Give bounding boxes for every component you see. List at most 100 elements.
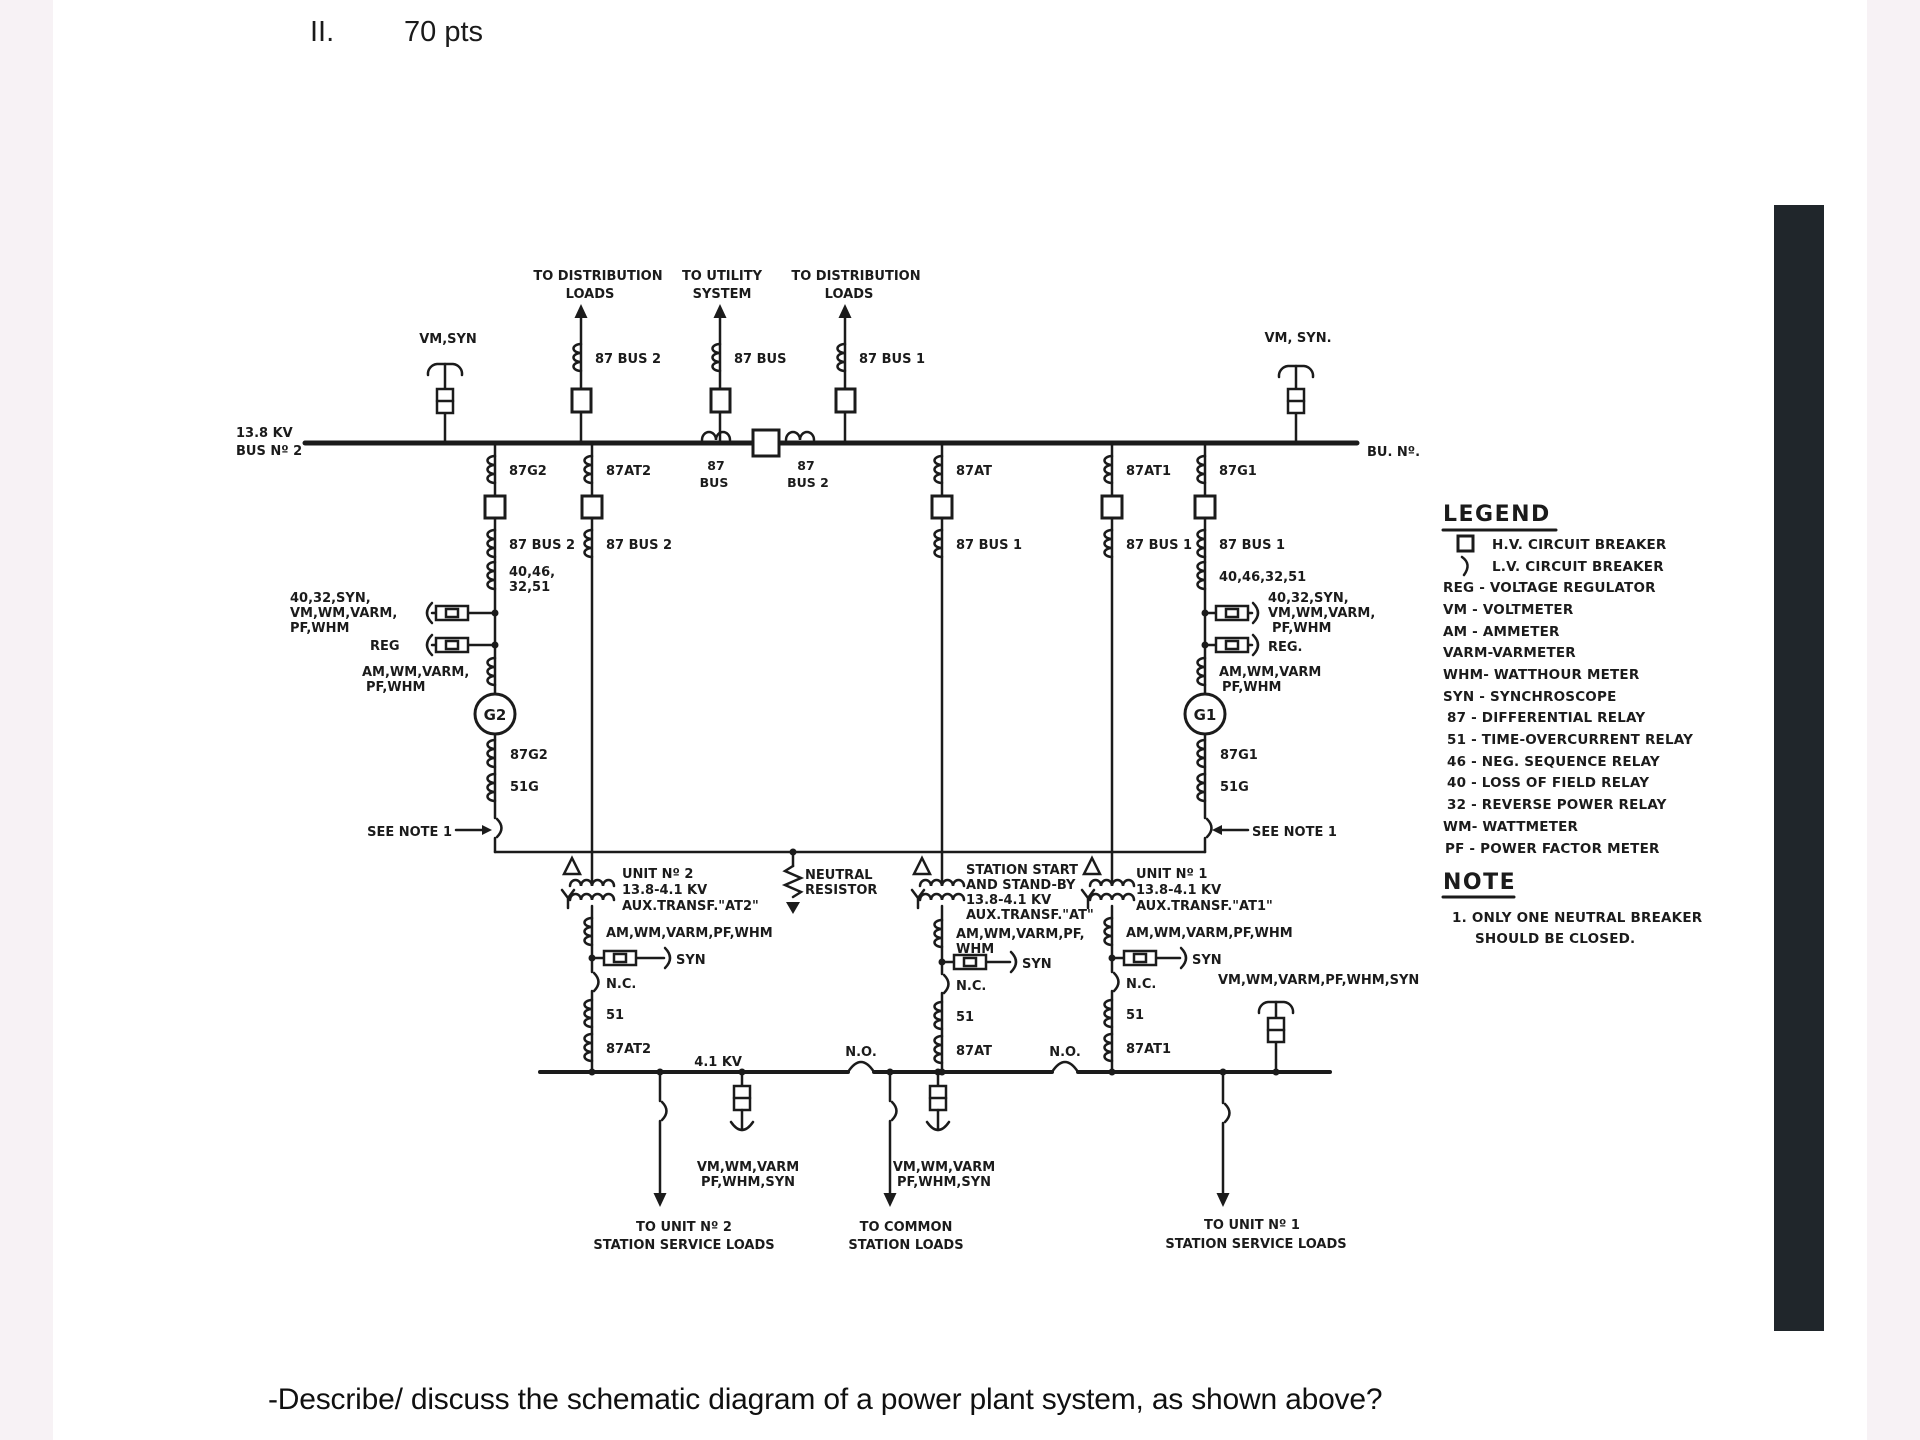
g2-relays-label-2: 32,51 — [509, 580, 550, 595]
load1-pt-label-1: VM,WM,VARM — [697, 1160, 799, 1175]
at-meters-label-2: WHM — [956, 942, 994, 957]
generator-1-branch: G1 87G1 87 BUS 1 40,46,32,51 40,32,SYN, … — [1183, 441, 1375, 854]
normally-open-tie-icon — [846, 1060, 876, 1074]
at2-syn-label: SYN — [676, 953, 706, 968]
g2-am-label-2: PF,WHM — [366, 680, 425, 695]
at-diff-label: 87AT — [956, 1044, 992, 1059]
drawout-coupler-icon — [1214, 604, 1250, 622]
g1-bus-ct-label: 87 BUS 1 — [1219, 538, 1285, 553]
load-common-station: TO COMMON STATION LOADS — [848, 1068, 964, 1253]
wye-icon — [1080, 888, 1096, 910]
at-name-1: STATION START — [966, 863, 1078, 878]
pt-square-icon — [1286, 387, 1306, 415]
arrow-down-icon — [653, 1193, 667, 1207]
g2-bus-ct-label: 87 BUS 2 — [509, 538, 575, 553]
g1-meters-label-2: VM,WM,VARM, — [1268, 606, 1375, 621]
lv-breaker-icon — [660, 1100, 668, 1122]
arrow-down-icon — [1216, 1193, 1230, 1207]
legend-item: WHM- WATTHOUR METER — [1443, 667, 1640, 683]
aux-transformer-at-branch: 87AT 87 BUS 1 STATION START AND STAND-BY… — [910, 441, 1094, 1076]
load1-label-1: TO UNIT Nº 2 — [636, 1220, 732, 1235]
aux-transformer-at1-branch: 87AT1 87 BUS 1 UNIT Nº 1 13.8-4.1 KV AUX… — [1080, 441, 1293, 1076]
bus-tie-ct-left-icon — [700, 430, 732, 442]
bracket-icon — [1009, 950, 1018, 974]
lv-breaker-icon — [890, 1100, 898, 1122]
pt-square-icon — [928, 1084, 948, 1112]
aux-transformer-at2-branch: 87AT2 87 BUS 2 UNIT Nº 2 13.8-4.1 KV AUX… — [560, 441, 773, 1076]
legend-item: H.V. CIRCUIT BREAKER — [1492, 537, 1667, 553]
g2-am-label-1: AM,WM,VARM, — [362, 665, 469, 680]
at2-oc-label: 51 — [606, 1008, 624, 1023]
at2-name-2: 13.8-4.1 KV — [622, 883, 707, 898]
tie-ct-right-label-1: 87 — [797, 458, 814, 473]
no-label-2: N.O. — [1049, 1045, 1081, 1060]
feeder2-dest-2: SYSTEM — [693, 287, 752, 302]
no-label-1: N.O. — [845, 1045, 877, 1060]
feeder-distribution-loads-2: TO DISTRIBUTION LOADS 87 BUS 2 — [533, 269, 663, 445]
at-oc-label: 51 — [956, 1010, 974, 1025]
neutral-system: NEUTRAL RESISTOR — [493, 848, 1207, 914]
feeder-distribution-loads-1: TO DISTRIBUTION LOADS 87 BUS 1 — [791, 269, 925, 445]
arrow-up-icon — [574, 304, 588, 318]
legend-item: SYN - SYNCHROSCOPE — [1443, 689, 1617, 705]
at2-meters-label: AM,WM,VARM,PF,WHM — [606, 926, 773, 941]
hv-breaker-legend-icon — [1456, 534, 1475, 553]
at1-name-3: AUX.TRANSF."AT1" — [1136, 899, 1273, 914]
legend-item: 46 - NEG. SEQUENCE RELAY — [1447, 754, 1660, 770]
arrow-up-icon — [838, 304, 852, 318]
lv-bus-pt: VM,WM,VARM,PF,WHM,SYN — [1218, 973, 1419, 1076]
legend: LEGEND H.V. CIRCUIT BREAKER L.V. CIRCUIT… — [1441, 502, 1693, 857]
at2-name-1: UNIT Nº 2 — [622, 867, 693, 882]
feeder-utility-system: TO UTILITY SYSTEM 87 BUS — [682, 269, 786, 445]
at1-oc-label: 51 — [1126, 1008, 1144, 1023]
legend-item: VM - VOLTMETER — [1443, 602, 1574, 618]
at1-name-2: 13.8-4.1 KV — [1136, 883, 1221, 898]
at-meters-label-1: AM,WM,VARM,PF, — [956, 927, 1085, 942]
tie-ct-right-label-2: BUS 2 — [787, 475, 829, 490]
at-name-3: 13.8-4.1 KV — [966, 893, 1051, 908]
load-2-pt: VM,WM,VARM PF,WHM,SYN — [893, 1068, 995, 1190]
hv-bus-name: BUS Nº 2 — [236, 444, 302, 459]
drawout-coupler-icon — [434, 604, 470, 622]
at1-syn-label: SYN — [1192, 953, 1222, 968]
hv-breaker-icon — [483, 494, 507, 520]
wye-icon — [910, 888, 926, 910]
legend-item: REG - VOLTAGE REGULATOR — [1443, 580, 1656, 596]
hv-breaker-icon — [1193, 494, 1217, 520]
wye-icon — [560, 888, 576, 910]
legend-item: PF - POWER FACTOR METER — [1445, 841, 1660, 857]
g2-note-label: SEE NOTE 1 — [367, 825, 452, 840]
pt-right-label: VM, SYN. — [1264, 331, 1331, 346]
feeder3-dest-1: TO DISTRIBUTION — [791, 269, 920, 284]
at2-bus-ct-label: 87 BUS 2 — [606, 538, 672, 553]
lv-pt-label: VM,WM,VARM,PF,WHM,SYN — [1218, 973, 1419, 988]
pt-square-icon — [1266, 1016, 1286, 1044]
g1-meters-label-1: 40,32,SYN, — [1268, 591, 1349, 606]
hv-breaker-icon — [930, 494, 954, 520]
drawout-coupler-icon — [434, 636, 470, 654]
drawout-coupler-icon — [952, 953, 988, 971]
g2-meters-label-1: 40,32,SYN, — [290, 591, 371, 606]
at1-name-1: UNIT Nº 1 — [1136, 867, 1207, 882]
delta-icon — [1082, 856, 1102, 876]
lv-bus-4-1kv: 4.1 KV N.O. N.O. — [538, 1045, 1332, 1074]
generator-2-branch: G2 87G2 87 BUS 2 40,46, 32,51 40,32,SYN,… — [290, 441, 575, 854]
pt-left-vm-syn: VM,SYN — [419, 332, 477, 445]
pt-left-label: VM,SYN — [419, 332, 477, 347]
question-points: 70 pts — [404, 16, 483, 48]
load3-label-2: STATION SERVICE LOADS — [1165, 1237, 1346, 1252]
at2-nc-label: N.C. — [606, 977, 636, 992]
g2-meters-label-2: VM,WM,VARM, — [290, 606, 397, 621]
note-arrow-icon — [1212, 825, 1222, 835]
pt-right-vm-syn: VM, SYN. — [1264, 331, 1332, 445]
g1-relays-label: 40,46,32,51 — [1219, 570, 1306, 585]
bus-tie-ct-right-icon — [784, 430, 816, 442]
hv-bus-13-8kv: 13.8 KV BUS Nº 2 BU. Nº. 87 BUS 87 BUS 2 — [236, 426, 1420, 490]
at-nc-label: N.C. — [956, 979, 986, 994]
hv-breaker-icon — [570, 387, 593, 414]
at-bus-ct-label: 87 BUS 1 — [956, 538, 1022, 553]
transformer-secondary-icon — [918, 892, 966, 902]
neutral-resistor-icon — [781, 864, 805, 899]
legend-title: LEGEND — [1443, 502, 1551, 527]
